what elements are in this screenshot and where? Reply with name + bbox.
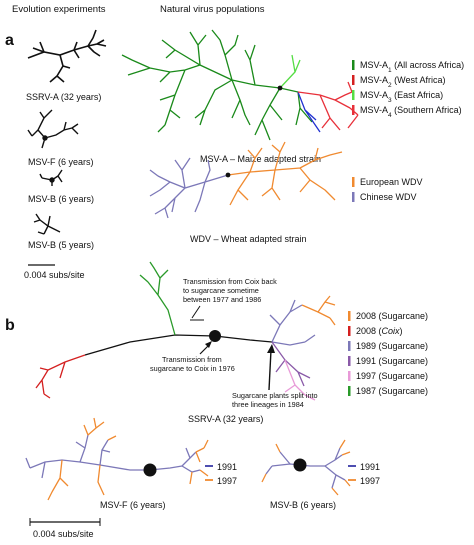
ssrv-1991-branches	[271, 341, 311, 387]
label-msv-a-strain: MSV-A – Maize adapted strain	[200, 154, 321, 164]
legend-wdv-item: Chinese WDV	[352, 192, 417, 202]
svg-text:2008 (Sugarcane): 2008 (Sugarcane)	[356, 311, 428, 321]
svg-text:MSV-A2 (West Africa): MSV-A2 (West Africa)	[360, 75, 445, 89]
msv-a-backbone	[231, 79, 281, 89]
legend-msv-item: MSV-A4 (Southern Africa)	[352, 105, 462, 119]
svg-text:Chinese WDV: Chinese WDV	[360, 192, 417, 202]
label-ssrv-a-32: SSRV-A (32 years)	[26, 92, 101, 102]
scale-bar-b: 0.004 subs/site	[29, 518, 101, 539]
label-msv-f-b: MSV-F (6 years)	[100, 500, 166, 510]
svg-text:Transmission from Coix back: Transmission from Coix back	[183, 277, 277, 286]
annotations-ssrv: Transmission from Coix back to sugarcane…	[150, 277, 318, 409]
tree-msv-b-5	[33, 213, 61, 235]
legend-ssrv-item: 1987 (Sugarcane)	[348, 386, 428, 396]
msv-a1-right	[254, 87, 313, 141]
label-msv-b-5: MSV-B (5 years)	[28, 240, 94, 250]
msv-a2-branches	[297, 91, 321, 133]
arrow-coix-back	[191, 305, 201, 319]
wdv-chinese-branches	[149, 157, 229, 219]
ssrv-2008-branches	[301, 295, 336, 326]
legend-msv-f-b: 1991 1997	[205, 462, 237, 486]
label-msv-b-6: MSV-B (6 years)	[28, 194, 94, 204]
legend-ssrv-item: 2008 (Coix)	[348, 326, 403, 336]
legend-small-item: 1997	[348, 476, 380, 486]
legend-ssrv-item: 1991 (Sugarcane)	[348, 356, 428, 366]
scale-bar-b-label: 0.004 subs/site	[33, 529, 94, 539]
svg-text:1997 (Sugarcane): 1997 (Sugarcane)	[356, 371, 428, 381]
legend-ssrv: 2008 (Sugarcane) 2008 (Coix) 1989 (Sugar…	[348, 311, 428, 396]
legend-small-item: 1991	[205, 462, 237, 472]
svg-text:three lineages in 1984: three lineages in 1984	[232, 400, 304, 409]
tree-msv-f-b	[25, 417, 209, 501]
legend-small-item: 1991	[348, 462, 380, 472]
ssrv-1997-branches	[284, 359, 316, 401]
svg-text:MSV-A4 (Southern Africa): MSV-A4 (Southern Africa)	[360, 105, 462, 119]
msv-a1-branches	[121, 29, 256, 133]
legend-msv-b-b: 1991 1997	[348, 462, 380, 486]
svg-text:1991: 1991	[360, 462, 380, 472]
svg-text:to sugarcane sometime: to sugarcane sometime	[183, 286, 259, 295]
svg-text:MSV-A1 (All across Africa): MSV-A1 (All across Africa)	[360, 60, 464, 74]
header-natural: Natural virus populations	[160, 4, 265, 15]
tree-wdv	[149, 141, 343, 219]
legend-wdv: European WDV Chinese WDV	[352, 177, 423, 202]
ssrv-1987-branches	[139, 261, 176, 336]
wdv-european-branches	[227, 141, 343, 206]
ssrv-root-node	[209, 330, 221, 342]
svg-text:1989 (Sugarcane): 1989 (Sugarcane)	[356, 341, 428, 351]
label-wdv-strain: WDV – Wheat adapted strain	[190, 234, 307, 244]
tree-msv-b-6	[39, 169, 63, 186]
svg-text:European WDV: European WDV	[360, 177, 423, 187]
header-evolution: Evolution experiments	[12, 4, 106, 15]
legend-msv-item: MSV-A1 (All across Africa)	[352, 60, 464, 74]
svg-text:1997: 1997	[360, 476, 380, 486]
legend-ssrv-item: 2008 (Sugarcane)	[348, 311, 428, 321]
legend-msv: MSV-A1 (All across Africa) MSV-A2 (West …	[352, 60, 464, 119]
label-msv-f-6: MSV-F (6 years)	[28, 157, 94, 167]
tree-ssrv-a-b	[35, 261, 336, 401]
tree-msv-a	[121, 29, 359, 141]
svg-text:sugarcane to Coix in 1976: sugarcane to Coix in 1976	[150, 364, 235, 373]
svg-text:MSV-A3 (East Africa): MSV-A3 (East Africa)	[360, 90, 443, 104]
label-ssrv-a-b: SSRV-A (32 years)	[188, 414, 263, 424]
arrow-split	[268, 349, 272, 391]
msv-a4-branches	[297, 81, 359, 131]
label-msv-b-b: MSV-B (6 years)	[270, 500, 336, 510]
svg-text:1991 (Sugarcane): 1991 (Sugarcane)	[356, 356, 428, 366]
ssrv-1989-branches	[269, 299, 316, 346]
legend-ssrv-item: 1997 (Sugarcane)	[348, 371, 428, 381]
tree-msv-b-b	[261, 439, 351, 496]
ssrv-backbone	[84, 334, 273, 356]
svg-text:1991: 1991	[217, 462, 237, 472]
svg-text:between 1977 and 1986: between 1977 and 1986	[183, 295, 261, 304]
scale-bar-a-label: 0.004 subs/site	[24, 270, 85, 280]
msv-f-root-node	[143, 463, 157, 477]
svg-text:2008 (Coix): 2008 (Coix)	[356, 326, 403, 336]
msv-a3-branches	[279, 54, 301, 89]
svg-text:Sugarcane plants split into: Sugarcane plants split into	[232, 391, 318, 400]
svg-text:1997: 1997	[217, 476, 237, 486]
ssrv-coix-branches	[35, 354, 86, 399]
panel-label-b: b	[5, 317, 15, 334]
scale-bar-a: 0.004 subs/site	[24, 264, 85, 280]
legend-wdv-item: European WDV	[352, 177, 423, 187]
tree-msv-f-6	[27, 109, 79, 149]
msv-b-root-node	[293, 458, 307, 472]
legend-ssrv-item: 1989 (Sugarcane)	[348, 341, 428, 351]
legend-small-item: 1997	[205, 476, 237, 486]
panel-label-a: a	[5, 32, 14, 49]
svg-text:1987 (Sugarcane): 1987 (Sugarcane)	[356, 386, 428, 396]
legend-msv-item: MSV-A3 (East Africa)	[352, 90, 443, 104]
svg-text:Transmission from: Transmission from	[162, 355, 222, 364]
legend-msv-item: MSV-A2 (West Africa)	[352, 75, 445, 89]
tree-ssrv-a-32	[27, 29, 107, 83]
